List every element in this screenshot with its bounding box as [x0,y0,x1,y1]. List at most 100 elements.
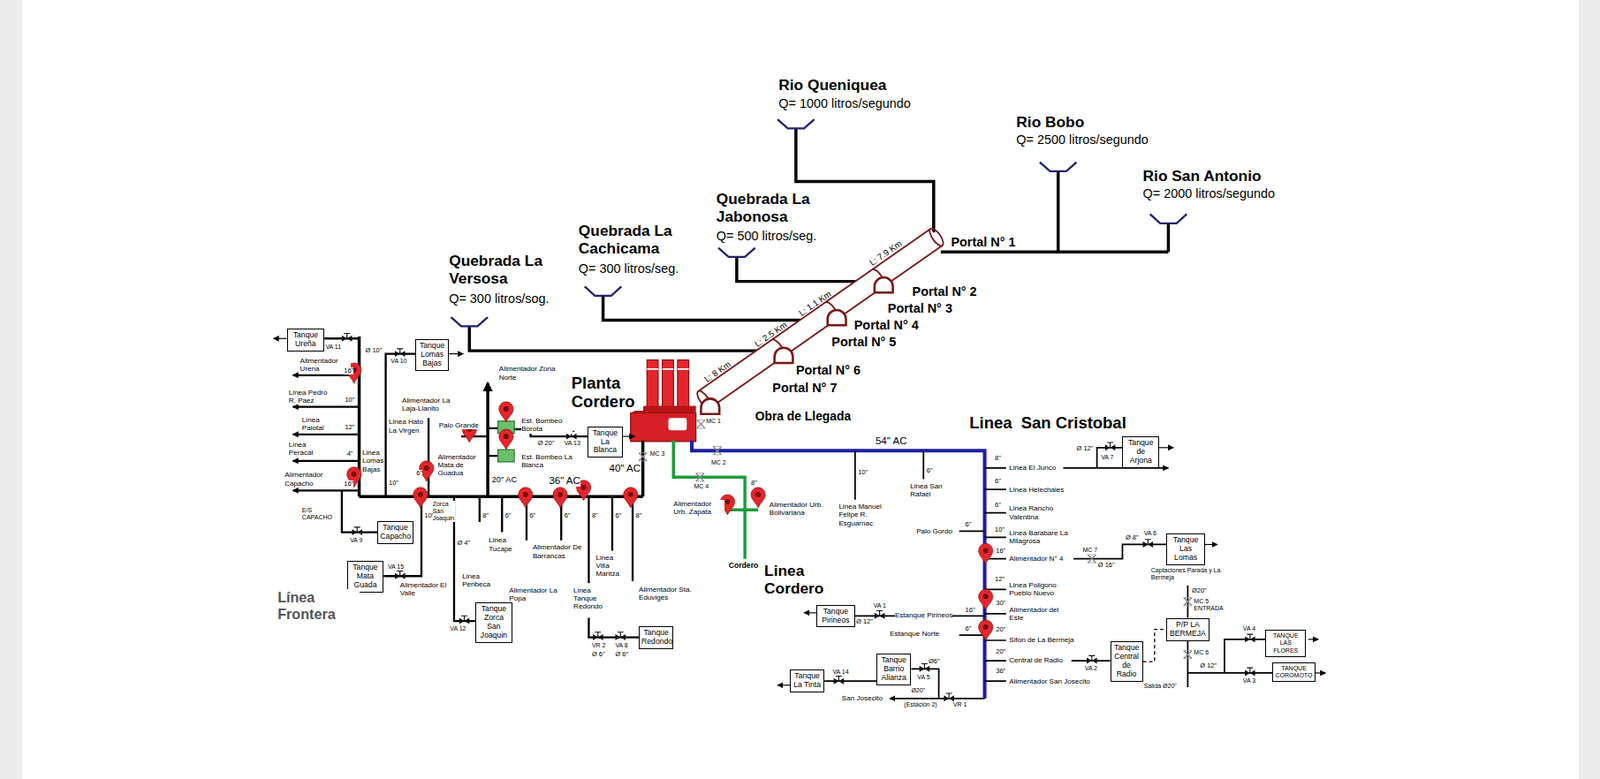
pipe-label: Linea Villa Maritza [596,553,628,579]
pipe-label: Alimentador Zona Norte [499,364,561,382]
pipe-label: Linea El Junco [1008,463,1056,472]
pipe-label: Ø 12" [1199,662,1217,671]
map-pin [413,487,428,509]
pipe-label: Alimentador Mata de Guadua [437,453,485,478]
section-title: Rio San Antonio [1143,167,1262,186]
meter-symbol [638,453,647,462]
meter-symbol [697,420,706,429]
pipe-label: 12" [994,576,1005,584]
section-title: Portal N° 5 [831,334,896,350]
pipe-label: 10" [994,526,1005,535]
pipe-label: Linea San Rafael [909,482,956,500]
pipe-label: 36" [995,667,1006,676]
tank-box: Tanque Redondo [638,626,674,650]
pump-station [498,449,515,463]
valve-symbol [459,615,471,624]
pipe-label: 20" AC [492,475,517,486]
section-title: Portal N° 3 [887,301,953,317]
pipe-label: Estanque Pirineos [894,611,954,620]
pipe-label: MC 5 ENTRADA [1193,598,1225,613]
pipe-label: Ø 10" [364,347,382,356]
box-text: Tanque La Tinta [792,672,822,691]
map-pin [978,589,994,610]
pipe-label: Zorca San Joaquin [432,500,455,523]
pipe-label: 6" [416,470,423,478]
pipe-label: 8" [636,512,643,521]
pipe-label: 6" [994,501,1001,510]
valve-symbol [1086,655,1098,664]
section-title: Portal N° 1 [950,235,1016,251]
pipe-label: Linea Poligono Pueblo Nuevo [1008,581,1070,599]
pipe-label: Q= 1000 litros/segundo [778,96,911,112]
valve-symbol [1143,539,1154,548]
valve-symbol [351,527,363,536]
outlet-arrow [273,338,288,340]
tunnel-body [697,228,942,409]
pipe-label: Ø 16" [1098,561,1115,570]
section-title: Rio Queniquea [778,76,887,95]
tank-box: Tanque Pirineos [816,605,856,629]
pipe-label: 6" [965,521,972,530]
box-text: P/P LA BERMEJA [1168,621,1207,639]
box-text: Tanque de Arjona [1124,439,1157,466]
section-title: Cordero [728,561,759,571]
pipe-label: 16" [965,606,976,615]
pipe-label: VR 2 [591,642,607,650]
pipe-label: Salida Ø20" [1144,682,1177,691]
pipe-label: VA 10 [390,357,407,365]
pipe-label: Ø 6" [614,651,629,660]
service-pipe [824,447,1273,699]
pipe-label: Q= 2000 litros/segundo [1143,186,1276,202]
pipe-label: VA 5 [917,674,930,682]
pipe-label: Linea Helechales [1008,485,1064,494]
pipe-label: Palo Grande [439,421,479,430]
pipe-label: 6" [926,467,933,476]
tank-box: Tanque La Blanca [587,426,622,459]
pipe-label: VA 3 [1243,677,1256,685]
plant-base [630,413,697,442]
box-text: Tanque La Blanca [590,429,620,456]
pipe-label: 30" [995,599,1006,608]
pipe-label: Linea Rancho Valentina [1008,504,1061,522]
pipe-label: Linea Barabare La Milagrosa [1008,529,1070,546]
pipe-label: Sifon de La Bermeja [1008,636,1074,645]
pipe-label: VA 11 [325,343,342,351]
section-title: Portal N° 4 [854,318,919,334]
page-ground [22,0,1578,779]
pipe-label: Ø20" [1191,587,1207,596]
outlet-arrow [1308,638,1320,640]
pipe-label: Central de Radio [1008,656,1063,665]
pipe-label: 54" AC [875,435,908,448]
pipe-label: 10" [857,469,868,478]
pipe-label: 36" AC [548,475,581,487]
valve-symbol [341,333,353,342]
outlet-arrow [448,353,463,355]
tank-box: TANQUE COROMOTO [1272,662,1316,683]
tunnel [695,226,947,410]
section-title: Portal N° 2 [912,284,978,300]
section-title: Rio Bobo [1016,113,1085,132]
pipe-label: E/S CAPACHO [302,507,334,522]
plant-logo [668,417,688,431]
tank-box: Tanque Central de Radio [1110,641,1144,683]
meter-symbol [696,473,705,482]
pipe-label: VA 9 [349,537,363,545]
pipe-label: VA 6 [1144,530,1157,538]
valve-symbol [1105,442,1116,451]
pipe-label: L: 2.5 Km [752,319,789,349]
valve-symbol [1244,667,1256,676]
pipe-label: 8" [750,479,758,488]
pipe-label: VA 1 [873,602,887,610]
pipe-label: Ø 6" [591,651,606,660]
pipe-label: Palo Gordo [916,527,953,536]
pipe-label: Linea Peracal [288,440,320,458]
branch-arrow [292,405,359,408]
pipe-label: Alimentador Urb. Zapata [673,500,725,517]
section-title: Linea San Cristobal [969,413,1127,433]
pipe-label: 12" [344,424,355,433]
section-title: Planta Cordero [571,373,644,412]
pipe-label: Alimentador Urb. Bolivariana [769,500,827,518]
pipe-label: Linea Manuel Felipe R. Esguarnac [838,502,900,528]
pipe-label: Q= 2500 litros/segundo [1016,132,1149,148]
pipe-label: L: 7.9 Km [867,238,904,268]
